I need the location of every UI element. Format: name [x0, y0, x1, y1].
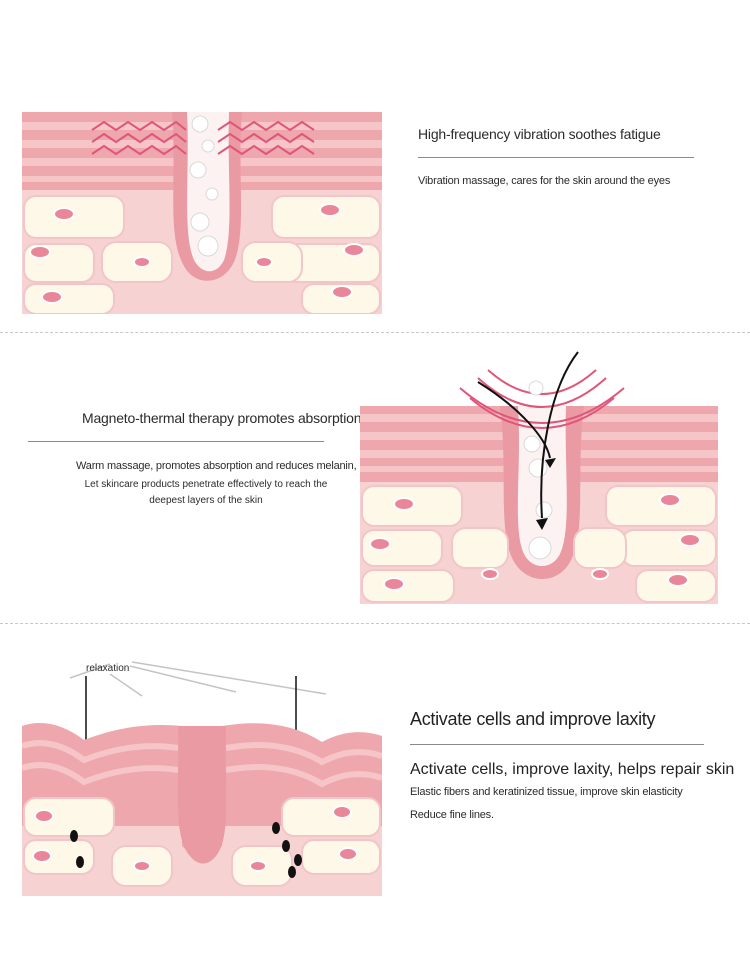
relaxation-label: relaxation: [86, 663, 130, 674]
skin-illustration-vibration: [22, 112, 382, 314]
section2-title: Magneto-thermal therapy promotes absorpt…: [82, 410, 362, 426]
section1-description: Vibration massage, cares for the skin ar…: [418, 175, 671, 187]
section-divider-2: [0, 623, 750, 624]
section3-subtitle: Activate cells, improve laxity, helps re…: [410, 761, 735, 778]
section3-description-line1: Elastic fibers and keratinized tissue, i…: [410, 786, 683, 798]
section3-rule: [410, 744, 704, 745]
section3-description-line2: Reduce fine lines.: [410, 809, 494, 821]
section1-title: High-frequency vibration soothes fatigue: [418, 126, 661, 142]
callout-lines: [69, 661, 327, 746]
section3-title: Activate cells and improve laxity: [410, 709, 656, 729]
section2-rule: [28, 441, 324, 442]
section2-description-line3: deepest layers of the skin: [149, 495, 263, 506]
section1-rule: [418, 157, 694, 158]
section2-description-line2: Let skincare products penetrate effectiv…: [84, 479, 328, 490]
skin-illustration-absorption: [360, 351, 718, 604]
section-divider-1: [0, 332, 750, 333]
section2-description-line1: Warm massage, promotes absorption and re…: [76, 460, 357, 472]
skin-illustration-laxity: [22, 723, 382, 896]
